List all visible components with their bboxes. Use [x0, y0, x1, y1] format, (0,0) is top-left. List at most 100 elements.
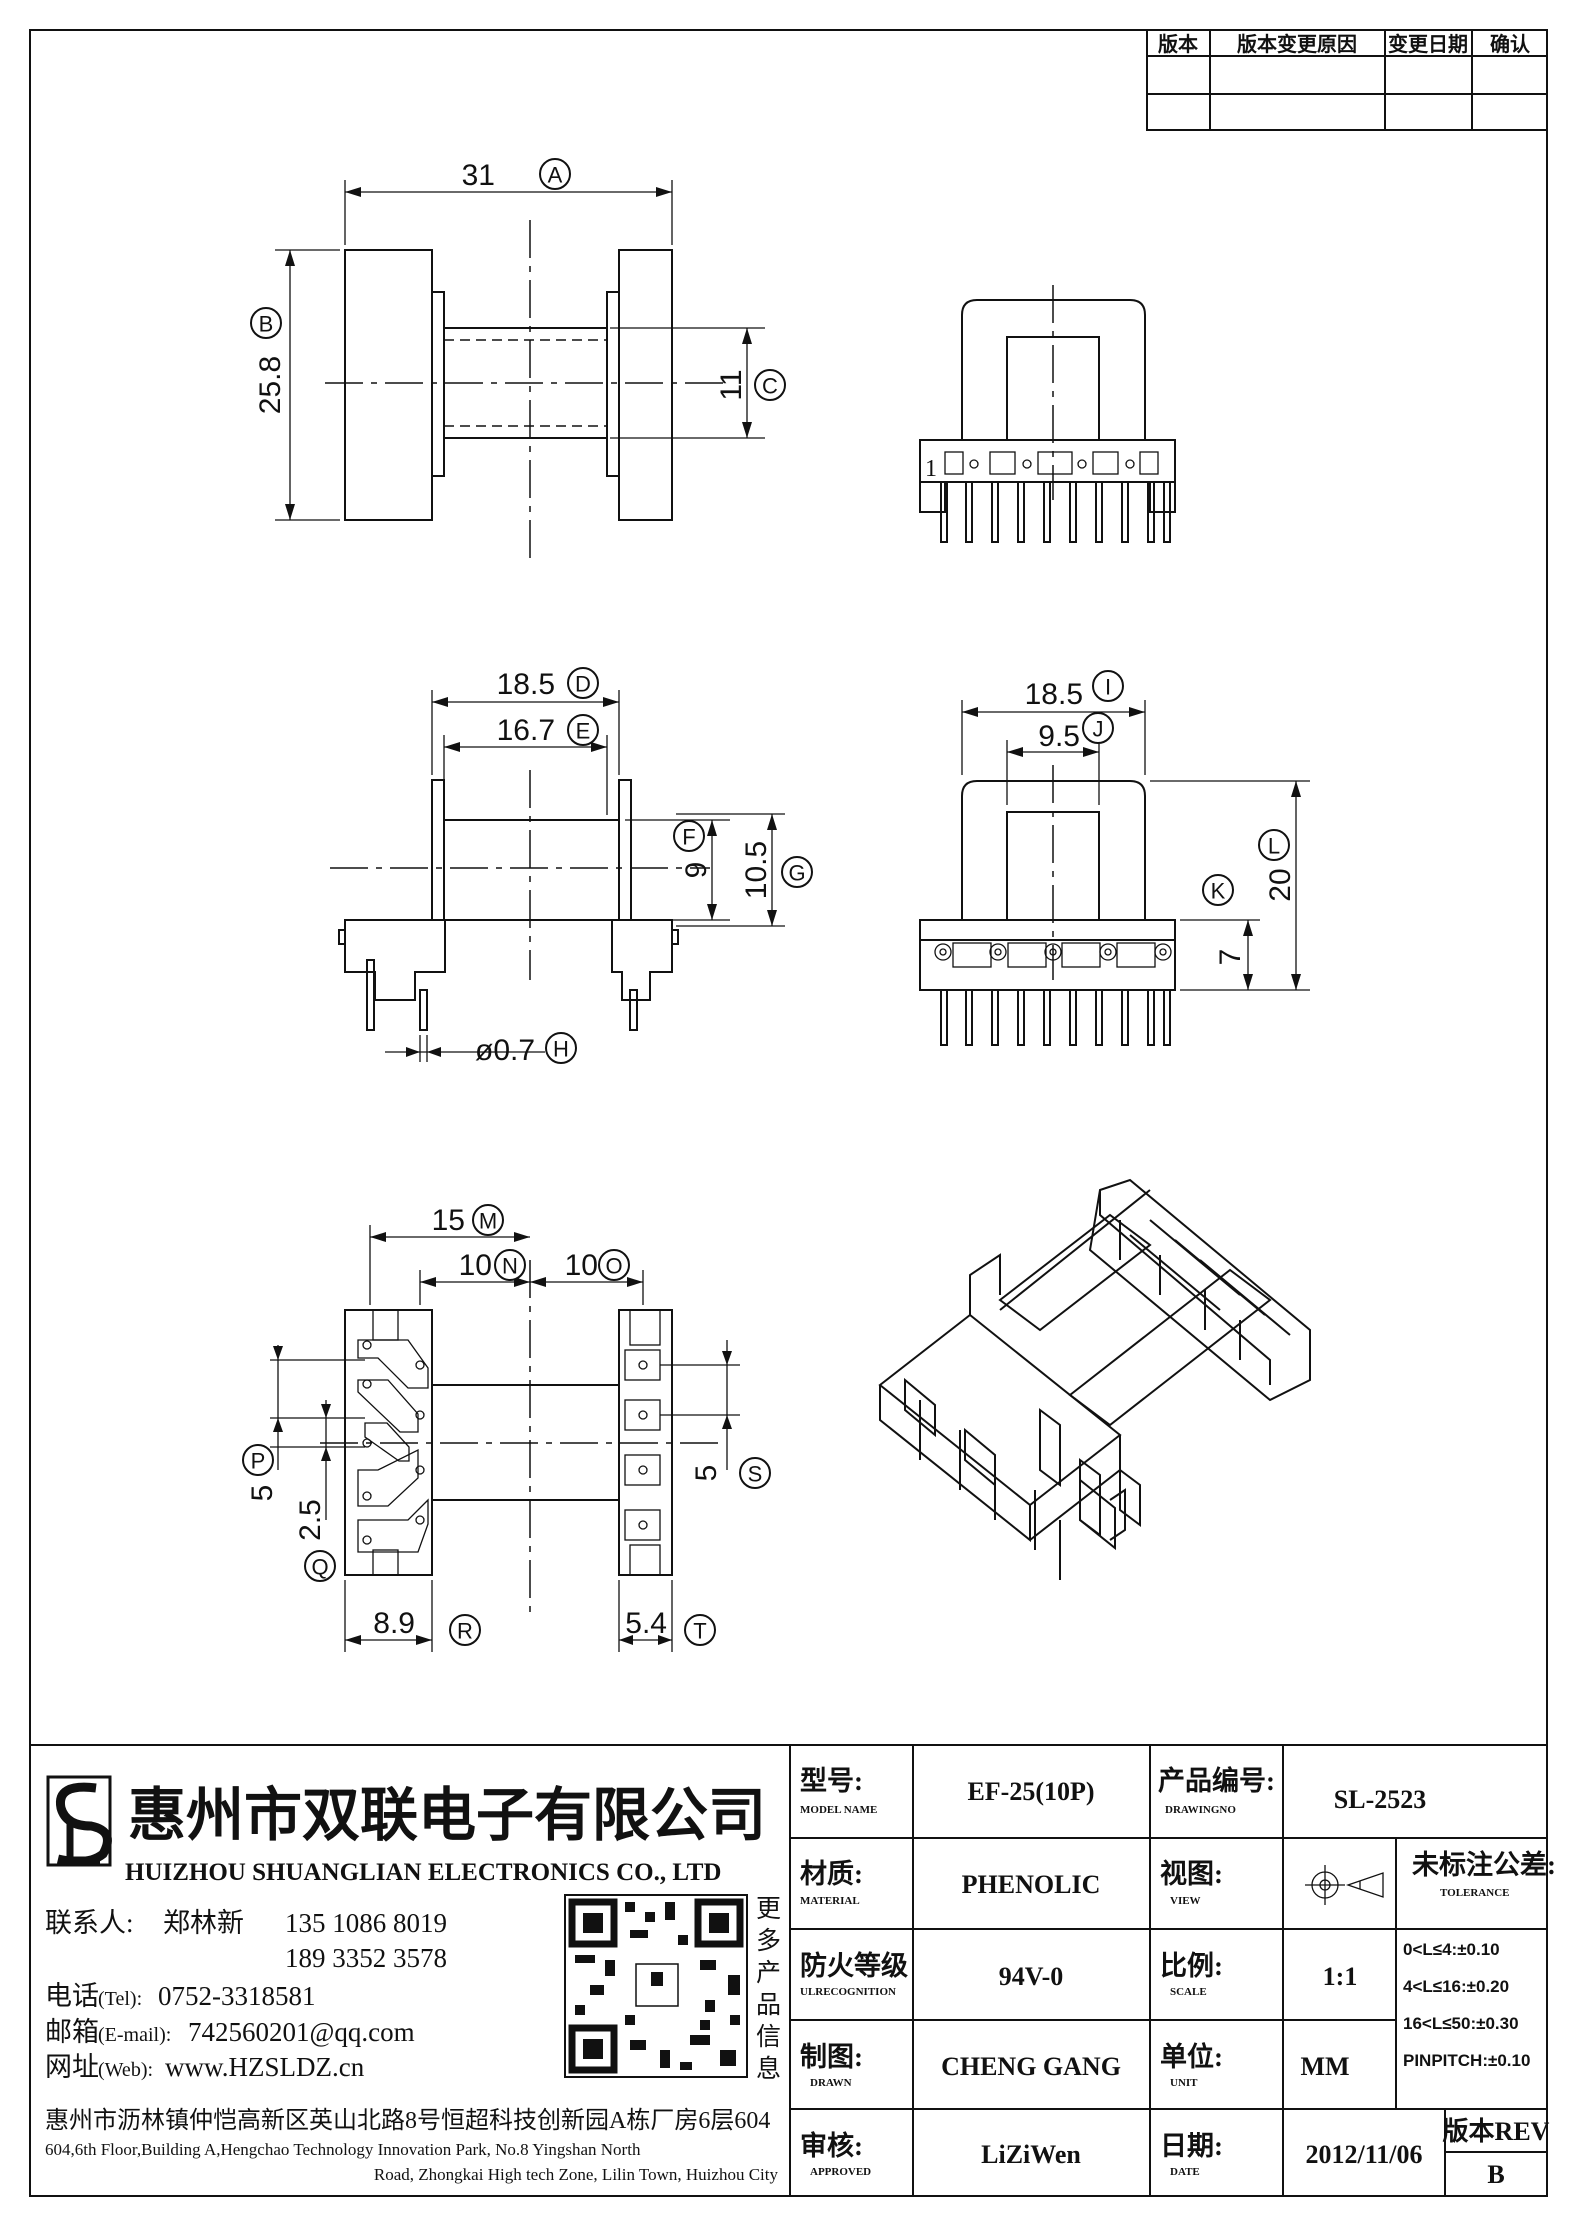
- drawn-value: CHENG GANG: [941, 2052, 1121, 2081]
- dim-n-tag: N: [502, 1254, 518, 1279]
- date-label: 日期:: [1160, 2131, 1223, 2161]
- drawingno-label: 产品编号:: [1158, 1765, 1275, 1796]
- qr-caption: 更 多 产 品 信 息: [756, 1895, 781, 2083]
- revision-table: 版本 版本变更原因 变更日期 确认: [1146, 29, 1548, 131]
- contact-label: 联系人:: [45, 1908, 134, 1938]
- web-tag: (Web):: [98, 2059, 153, 2081]
- dim-p-value: 5: [246, 1485, 279, 1502]
- company-name-cn: 惠州市双联电子有限公司: [128, 1783, 766, 1848]
- flame-sublabel: ULRECOGNITION: [800, 1986, 896, 1998]
- dim-e-value: 16.7: [497, 714, 555, 747]
- material-value: PHENOLIC: [962, 1870, 1101, 1899]
- dim-t-value: 5.4: [625, 1607, 667, 1640]
- unit-sublabel: UNIT: [1170, 2077, 1198, 2089]
- dim-h-tag: H: [553, 1037, 569, 1062]
- svg-text:16<L≤50:±0.30: 16<L≤50:±0.30: [1403, 2014, 1519, 2033]
- drawingno-sublabel: DRAWINGNO: [1165, 1804, 1236, 1816]
- dim-i-tag: I: [1105, 675, 1111, 700]
- date-value: 2012/11/06: [1305, 2140, 1422, 2169]
- dim-o-value: 10: [565, 1249, 598, 1282]
- rev-header-version: 版本: [1158, 32, 1198, 56]
- title-block: 型号: MODEL NAME EF-25(10P) 产品编号: DRAWINGN…: [790, 1745, 1556, 2196]
- svg-text:产: 产: [756, 1959, 781, 1987]
- front-view: 18.5 D 16.7 E 9 F 10.5 G ø0.7 H: [330, 667, 813, 1067]
- view-sublabel: VIEW: [1170, 1895, 1201, 1907]
- flame-label: 防火等级: [800, 1950, 908, 1981]
- svg-text:更: 更: [756, 1895, 781, 1923]
- dim-j-value: 9.5: [1038, 720, 1080, 753]
- rev-header-date: 变更日期: [1388, 32, 1468, 56]
- dim-r-tag: R: [457, 1619, 473, 1644]
- dim-q-tag: Q: [311, 1555, 328, 1580]
- dim-a-tag: A: [548, 163, 563, 188]
- dim-n-value: 10: [459, 1249, 492, 1282]
- dim-f-value: 9: [680, 862, 713, 879]
- dim-l-value: 20: [1264, 868, 1297, 901]
- address-en-1: 604,6th Floor,Building A,Hengchao Techno…: [45, 2140, 641, 2159]
- approved-sublabel: APPROVED: [810, 2166, 871, 2178]
- tolerance-list: 0<L≤4:±0.10 4<L≤16:±0.20 16<L≤50:±0.30 P…: [1403, 1940, 1530, 2070]
- web-value: www.HZSLDZ.cn: [165, 2052, 365, 2082]
- unit-label: 单位:: [1160, 2041, 1223, 2072]
- model-sublabel: MODEL NAME: [800, 1804, 877, 1816]
- model-label: 型号:: [800, 1766, 863, 1796]
- dim-s-tag: S: [748, 1462, 763, 1487]
- drawingno-value: SL-2523: [1334, 1785, 1426, 1814]
- svg-text:0<L≤4:±0.10: 0<L≤4:±0.10: [1403, 1940, 1500, 1959]
- tel-value: 0752-3318581: [158, 1981, 316, 2011]
- contact-phone-1: 135 1086 8019: [285, 1908, 447, 1938]
- company-name-en: HUIZHOU SHUANGLIAN ELECTRONICS CO., LTD: [125, 1859, 721, 1886]
- rev-header-confirm: 确认: [1490, 32, 1531, 56]
- drawn-sublabel: DRAWN: [810, 2077, 852, 2089]
- tel-tag: (Tel):: [98, 1988, 142, 2010]
- material-label: 材质:: [800, 1859, 863, 1889]
- dim-l-tag: L: [1268, 834, 1280, 859]
- dim-c-value: 11: [715, 369, 748, 400]
- projection-symbol: [1305, 1865, 1384, 1905]
- dim-i-value: 18.5: [1025, 678, 1083, 711]
- flame-value: 94V-0: [999, 1962, 1064, 1991]
- rev-value: B: [1487, 2160, 1504, 2189]
- dim-d-tag: D: [575, 672, 591, 697]
- email-tag: (E-mail):: [98, 2024, 171, 2046]
- svg-text:品: 品: [756, 1991, 781, 2019]
- dim-r-value: 8.9: [373, 1607, 415, 1640]
- dim-g-value: 10.5: [740, 841, 773, 899]
- contact-name: 郑林新: [163, 1908, 244, 1938]
- contact-phone-2: 189 3352 3578: [285, 1943, 447, 1973]
- dim-c-tag: C: [762, 374, 778, 399]
- dim-p-tag: P: [251, 1449, 266, 1474]
- scale-sublabel: SCALE: [1170, 1986, 1207, 1998]
- rev-header-reason: 版本变更原因: [1237, 32, 1357, 56]
- isometric-view: [878, 1178, 1311, 1580]
- bottom-view: 15 M 10 N 10 O 5 P 2.5 Q 5: [242, 1204, 771, 1652]
- approved-value: LiZiWen: [981, 2140, 1081, 2169]
- end-view: 1: [919, 285, 1176, 543]
- tolerance-sublabel: TOLERANCE: [1440, 1887, 1509, 1899]
- email-value: 742560201@qq.com: [188, 2017, 415, 2047]
- tel-label: 电话: [45, 1981, 99, 2011]
- company-logo: [46, 1775, 112, 1867]
- dim-b-tag: B: [259, 312, 274, 337]
- svg-text:PINPITCH:±0.10: PINPITCH:±0.10: [1403, 2051, 1530, 2070]
- dim-a-value: 31: [462, 159, 495, 192]
- scale-label: 比例:: [1160, 1951, 1223, 1981]
- dim-e-tag: E: [576, 719, 591, 744]
- side-view: 18.5 I 9.5 J 20 L 7 K: [919, 670, 1310, 1046]
- approved-label: 审核:: [800, 2130, 863, 2161]
- dim-k-value: 7: [1214, 949, 1247, 966]
- address-cn: 惠州市沥林镇仲恺高新区英山北路8号恒超科技创新园A栋厂房6层604: [45, 2107, 770, 2134]
- dim-q-value: 2.5: [294, 1499, 327, 1541]
- dim-m-value: 15: [432, 1204, 465, 1237]
- svg-text:信: 信: [756, 2023, 781, 2051]
- svg-text:息: 息: [756, 2055, 781, 2083]
- dim-d-value: 18.5: [497, 668, 555, 701]
- dim-j-tag: J: [1093, 717, 1104, 742]
- dim-g-tag: G: [788, 861, 805, 886]
- dim-f-tag: F: [682, 825, 695, 850]
- dim-b-value: 25.8: [254, 356, 287, 414]
- qr-code: [564, 1894, 748, 2078]
- pin-1-label: 1: [925, 456, 937, 482]
- tolerance-label: 未标注公差:: [1412, 1849, 1556, 1880]
